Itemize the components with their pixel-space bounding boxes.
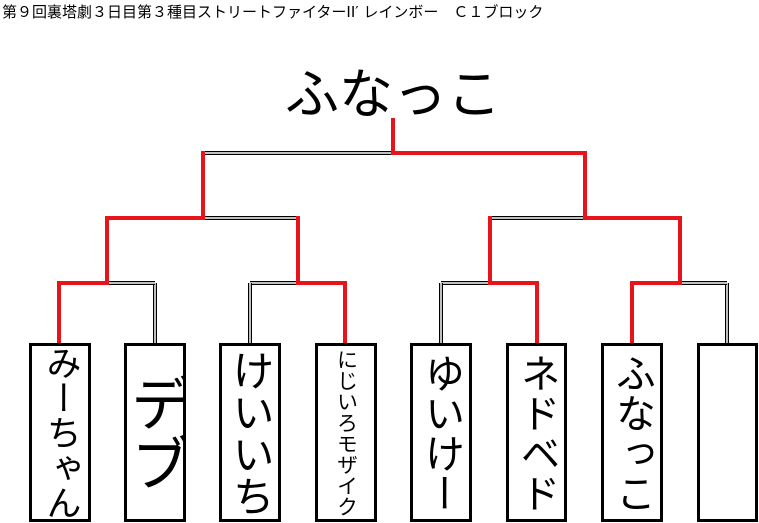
entrant-name: みーちゃん	[40, 345, 81, 520]
entrant-box-2: デブ	[124, 343, 186, 522]
entrant-name: ゆいけー	[418, 352, 464, 513]
entrant-box-4: にじいろモザイク	[315, 343, 377, 522]
entrant-name: デブ	[124, 372, 186, 493]
bracket-title: 第９回裏塔劇３日目第３種目ストリートファイターII′ レインボー Ｃ１ブロック	[2, 3, 544, 21]
entrant-box-5: ゆいけー	[410, 343, 472, 522]
entrant-box-7: ふなっこ	[601, 343, 663, 522]
entrant-box-8	[697, 343, 758, 522]
entrant-name: けいいち	[226, 348, 275, 517]
entrant-box-3: けいいち	[219, 343, 281, 522]
champion-name: ふなっこ	[285, 63, 501, 126]
entrant-name: ネドベド	[513, 352, 560, 513]
entrant-name: にじいろモザイク	[334, 348, 359, 517]
entrant-box-6: ネドベド	[506, 343, 567, 522]
entrant-box-1: みーちゃん	[29, 343, 91, 522]
entrant-name: ふなっこ	[609, 352, 655, 513]
